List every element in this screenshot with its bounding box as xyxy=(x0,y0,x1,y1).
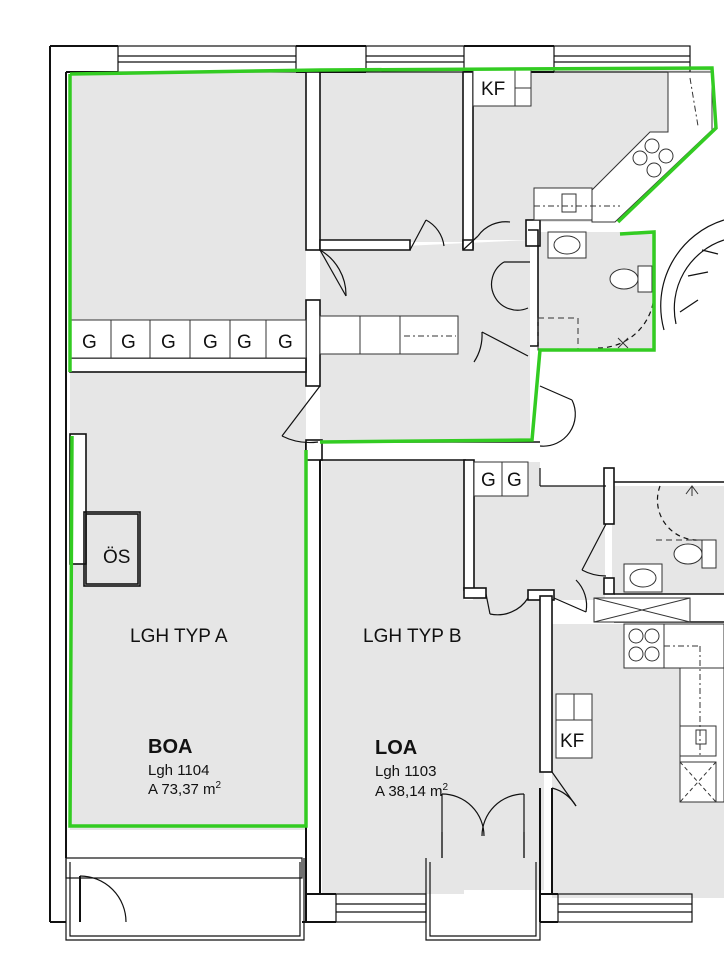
apartment-a-number: Lgh 1104 xyxy=(148,762,209,779)
balconies xyxy=(65,858,541,941)
toilet-b xyxy=(673,543,703,565)
labels: KF KF ÖS G G G G G G G G LGH TYP A LGH T… xyxy=(82,79,584,800)
apartment-b-area-exp: 2 xyxy=(443,782,449,793)
wardrobe-b xyxy=(473,461,529,497)
balcony-b xyxy=(425,858,541,941)
apartment-a-area-exp: 2 xyxy=(216,780,222,791)
boundary-a-top xyxy=(69,66,718,224)
boundary-bath-a xyxy=(319,230,656,444)
apartment-b-area-kind: LOA xyxy=(375,737,417,759)
apartment-a-area-kind: BOA xyxy=(148,736,192,758)
bath-fixtures xyxy=(537,231,717,593)
floor-living-a-lower xyxy=(70,372,306,830)
floor-areas xyxy=(70,68,724,898)
wardrobe-hall-a xyxy=(319,315,459,355)
wardrobes xyxy=(69,315,529,497)
apartment-a-area-value: A 73,37 m xyxy=(148,781,216,798)
boundary-b-left xyxy=(68,435,308,828)
wardrobe-a-label-3: G xyxy=(161,332,176,353)
wardrobe-a-label-4: G xyxy=(203,332,218,353)
floor-lower-b xyxy=(464,600,544,890)
wardrobe-a-label-1: G xyxy=(82,332,97,353)
window-top-1 xyxy=(117,45,297,73)
window-top-3 xyxy=(553,45,691,73)
doors xyxy=(281,219,701,858)
kitchen-top xyxy=(472,69,713,223)
floor-kitchen-top xyxy=(473,68,712,240)
floor-living-b xyxy=(322,460,464,894)
kitchen-b xyxy=(555,597,724,803)
label-os: ÖS xyxy=(103,547,130,568)
stove-b xyxy=(623,623,665,669)
wardrobe-b-label-2: G xyxy=(507,470,522,491)
wardrobe-b-label-1: G xyxy=(481,470,496,491)
apartment-b-area: A 38,14 m2 xyxy=(375,782,449,800)
balcony-a xyxy=(65,858,305,941)
apartment-a-area: A 73,37 m2 xyxy=(148,780,222,798)
apartment-b-type: LGH TYP B xyxy=(363,626,462,647)
wardrobe-a-label-5: G xyxy=(237,332,252,353)
floor-living-a xyxy=(70,72,306,358)
apartment-b-number: Lgh 1103 xyxy=(375,763,436,780)
window-bottom-1 xyxy=(335,893,427,923)
apartment-b-area-value: A 38,14 m xyxy=(375,783,443,800)
toilet-a xyxy=(609,268,639,290)
label-kf-bottom: KF xyxy=(560,731,584,752)
apartment-a-type: LGH TYP A xyxy=(130,626,228,647)
wardrobe-a xyxy=(69,319,307,359)
window-top-2 xyxy=(365,45,465,73)
window-bottom-2 xyxy=(557,893,693,923)
window-bottom-3 xyxy=(65,857,303,879)
floor-bedroom-top xyxy=(320,72,463,242)
sink-top xyxy=(533,187,593,221)
wardrobe-a-label-6: G xyxy=(278,332,293,353)
label-kf-top: KF xyxy=(481,79,505,100)
stair-landing xyxy=(660,219,724,331)
wardrobe-a-label-2: G xyxy=(121,332,136,353)
apartment-boundaries xyxy=(68,66,718,828)
